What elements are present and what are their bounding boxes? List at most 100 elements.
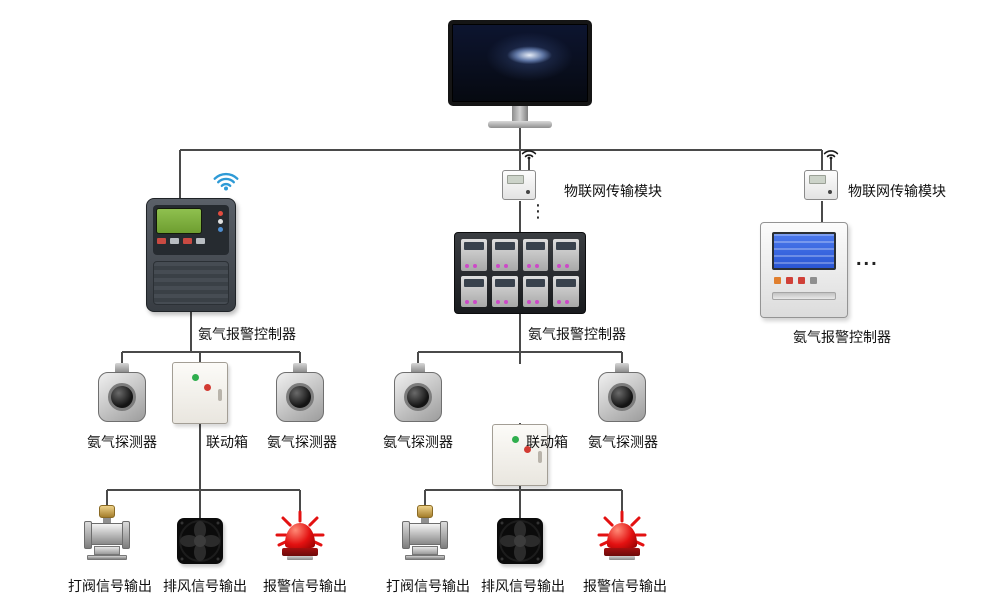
valve-body (84, 521, 130, 549)
controller-slot (772, 292, 836, 300)
label-controller-left: 氨气报警控制器 (198, 326, 296, 342)
gas-detector (98, 363, 146, 422)
label-alarm-output: 报警信号输出 (263, 578, 347, 594)
gas-alarm-controller-right (760, 222, 848, 318)
monitor-base (488, 121, 552, 128)
detector-conduit (615, 363, 629, 372)
valve-cap (417, 505, 433, 518)
red-led (204, 384, 211, 391)
alarm-beacon-icon (274, 510, 326, 572)
label-iot-module-middle: 物联网传输模块 (564, 183, 662, 199)
wifi-icon (213, 172, 239, 191)
rack-row (461, 239, 579, 271)
fan-blades (499, 520, 541, 562)
ellipsis-more-modules: ⋮ (529, 201, 547, 221)
label-detector: 氨气探测器 (383, 434, 453, 450)
gas-detector (598, 363, 646, 422)
label-controller-middle: 氨气报警控制器 (528, 326, 626, 342)
gas-alarm-controller-middle (454, 232, 586, 314)
label-alarm-output: 报警信号输出 (583, 578, 667, 594)
controller-indicators (774, 277, 834, 284)
rack-module (522, 275, 549, 307)
valve-foot (87, 555, 127, 560)
green-led (512, 436, 519, 443)
detector-conduit (293, 363, 307, 372)
label-fan-output: 排风信号输出 (163, 578, 247, 594)
alarm-beacon-icon (596, 510, 648, 572)
alarm-foot (609, 556, 635, 560)
detector-conduit (115, 363, 129, 372)
iot-screen (809, 175, 826, 184)
detector-sensor (108, 383, 136, 411)
valve-neck (103, 518, 111, 523)
rack-row (461, 275, 579, 307)
detector-body (598, 372, 646, 422)
valve-base (94, 546, 120, 555)
label-detector: 氨气探测器 (87, 434, 157, 450)
detector-sensor (404, 383, 432, 411)
alarm-dome (607, 523, 637, 548)
latch (538, 451, 542, 463)
iot-module-body (502, 170, 536, 200)
label-valve-output: 打阀信号输出 (68, 578, 152, 594)
gas-detector (276, 363, 324, 422)
label-controller-right: 氨气报警控制器 (793, 329, 891, 345)
controller-screen (772, 232, 836, 270)
rack-module (553, 275, 579, 307)
fan-blades (179, 520, 221, 562)
iot-module-middle (502, 150, 538, 200)
gas-detector (394, 363, 442, 422)
red-led (524, 446, 531, 453)
rack-module (461, 239, 487, 271)
monitor-screen (448, 20, 592, 106)
iot-module-right (804, 150, 840, 200)
controller-panel (153, 205, 229, 255)
rack-module (522, 239, 549, 271)
label-linkage-box: 联动箱 (206, 434, 248, 450)
controller-buttons (157, 238, 225, 244)
valve-foot (405, 555, 445, 560)
gas-alarm-controller-left (146, 198, 236, 312)
valve-neck (421, 518, 429, 523)
fan-icon (497, 518, 543, 564)
detector-body (394, 372, 442, 422)
iot-led (828, 190, 832, 194)
detector-body (98, 372, 146, 422)
valve-body (402, 521, 448, 549)
ellipsis-more-controllers: ... (856, 248, 879, 270)
valve-cap (99, 505, 115, 518)
iot-led (526, 190, 530, 194)
label-valve-output: 打阀信号输出 (386, 578, 470, 594)
linkage-box (492, 424, 548, 486)
alarm-foot (287, 556, 313, 560)
monitor-stand (512, 106, 528, 121)
rack-module (461, 275, 487, 307)
alarm-rays (597, 510, 647, 547)
valve-icon (402, 505, 448, 560)
label-detector: 氨气探测器 (588, 434, 658, 450)
rack-module (491, 239, 518, 271)
controller-leds (218, 211, 223, 232)
valve-base (412, 546, 438, 555)
detector-sensor (608, 383, 636, 411)
green-led (192, 374, 199, 381)
alarm-base (604, 548, 640, 556)
linkage-box (172, 362, 228, 424)
iot-screen (507, 175, 524, 184)
rack-module (553, 239, 579, 271)
label-detector: 氨气探测器 (267, 434, 337, 450)
detector-conduit (411, 363, 425, 372)
controller-lcd (157, 209, 201, 233)
detector-sensor (286, 383, 314, 411)
label-iot-module-right: 物联网传输模块 (848, 183, 946, 199)
monitor (448, 20, 592, 128)
fan-icon (177, 518, 223, 564)
valve-icon (84, 505, 130, 560)
label-fan-output: 排风信号输出 (481, 578, 565, 594)
alarm-base (282, 548, 318, 556)
controller-door (153, 261, 229, 305)
latch (218, 389, 222, 401)
alarm-dome (285, 523, 315, 548)
